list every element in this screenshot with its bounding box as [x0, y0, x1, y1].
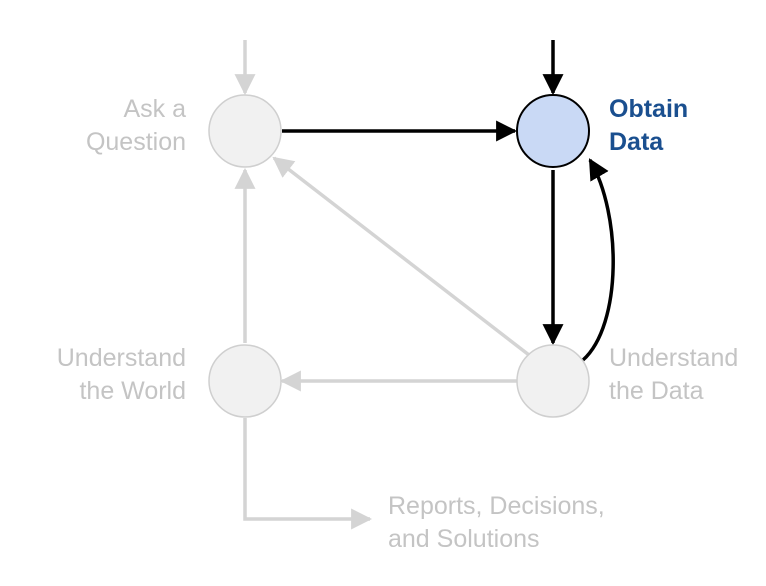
node-ask-question[interactable] — [208, 94, 282, 168]
node-obtain-data[interactable] — [516, 94, 590, 168]
label-output: Reports, Decisions, and Solutions — [388, 490, 605, 556]
label-ask-line2: Question — [85, 128, 186, 156]
edge-understand-data-to-obtain — [581, 158, 615, 362]
label-understand-world: Understand the World — [57, 342, 186, 408]
node-understand-data[interactable] — [516, 344, 590, 418]
label-obtain-data: Obtain Data — [609, 93, 688, 159]
label-understand-data: Understand the Data — [609, 342, 738, 408]
label-data-line2: the Data — [609, 377, 704, 405]
edge-data-to-ask — [272, 156, 531, 357]
edge-world-to-output — [243, 418, 373, 530]
label-obtain-line2: Data — [609, 128, 664, 156]
label-ask-question: Ask a Question — [86, 93, 186, 159]
label-obtain-line1: Obtain — [609, 95, 689, 123]
node-understand-world[interactable] — [208, 344, 282, 418]
label-output-line2: and Solutions — [388, 525, 540, 553]
label-world-line2: the World — [79, 377, 186, 405]
label-world-line1: Understand — [56, 344, 186, 372]
label-data-line1: Understand — [609, 344, 739, 372]
label-ask-line1: Ask a — [123, 95, 186, 123]
label-output-line1: Reports, Decisions, — [388, 492, 605, 520]
